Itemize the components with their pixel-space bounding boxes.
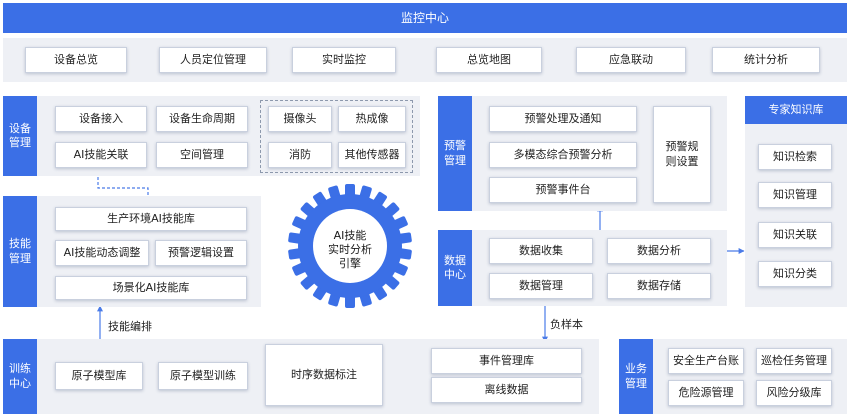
label-negative-samples: 负样本 — [550, 318, 583, 331]
data-title: 数据中心 — [438, 230, 472, 306]
data-item-analysis[interactable]: 数据分析 — [607, 238, 711, 264]
data-item-storage[interactable]: 数据存储 — [607, 273, 711, 299]
top-row-panel — [3, 38, 847, 82]
ai-engine-gear — [288, 184, 412, 308]
business-item-hazard[interactable]: 危险源管理 — [668, 380, 744, 406]
arrow-skilllib-to-ai — [95, 167, 149, 205]
gear-icon — [288, 184, 412, 308]
header-bar: 监控中心 — [3, 3, 847, 33]
skill-item-scenario-lib[interactable]: 场景化AI技能库 — [55, 276, 247, 300]
header-title: 监控中心 — [400, 10, 449, 25]
training-item-event-lib[interactable]: 事件管理库 — [431, 348, 582, 374]
data-item-manage[interactable]: 数据管理 — [489, 273, 593, 299]
training-title: 训练中心 — [3, 339, 37, 414]
knowledge-item-search[interactable]: 知识检索 — [758, 144, 832, 170]
training-item-offline-data[interactable]: 离线数据 — [431, 377, 582, 403]
device-item-ai-association[interactable]: AI技能关联 — [55, 142, 147, 168]
knowledge-item-relate[interactable]: 知识关联 — [758, 222, 832, 248]
top-item-personnel-location[interactable]: 人员定位管理 — [159, 47, 267, 73]
skill-item-warning-logic[interactable]: 预警逻辑设置 — [155, 240, 247, 266]
device-item-access[interactable]: 设备接入 — [55, 106, 147, 132]
sensor-camera[interactable]: 摄像头 — [268, 106, 332, 132]
skill-title: 技能管理 — [3, 196, 37, 307]
top-item-emergency-link[interactable]: 应急联动 — [576, 47, 686, 73]
ai-engine-line2: 实时分析 — [328, 242, 372, 256]
warning-item-multimodal[interactable]: 多模态综合预警分析 — [489, 142, 637, 168]
device-item-lifecycle[interactable]: 设备生命周期 — [156, 106, 248, 132]
skill-item-dynamic-adjust[interactable]: AI技能动态调整 — [55, 240, 149, 266]
sensor-other[interactable]: 其他传感器 — [338, 142, 406, 168]
ai-engine-line3: 引擎 — [339, 256, 361, 270]
skill-item-production-lib[interactable]: 生产环境AI技能库 — [55, 207, 247, 231]
top-item-statistics[interactable]: 统计分析 — [712, 47, 820, 73]
data-item-collect[interactable]: 数据收集 — [489, 238, 593, 264]
training-item-atomic-train[interactable]: 原子模型训练 — [158, 362, 248, 390]
business-item-ledger[interactable]: 安全生产台账 — [668, 348, 744, 374]
knowledge-title: 专家知识库 — [745, 96, 847, 124]
ai-engine-line1: AI技能 — [333, 229, 367, 242]
warning-title: 预警管理 — [438, 96, 472, 211]
knowledge-item-manage[interactable]: 知识管理 — [758, 182, 832, 208]
sensor-fire[interactable]: 消防 — [268, 142, 332, 168]
device-title: 设备管理 — [3, 96, 37, 176]
warning-item-notify[interactable]: 预警处理及通知 — [489, 106, 637, 132]
business-item-inspection[interactable]: 巡检任务管理 — [756, 348, 832, 374]
device-item-space[interactable]: 空间管理 — [156, 142, 248, 168]
training-item-atomic-lib[interactable]: 原子模型库 — [55, 362, 143, 390]
ai-engine-label: AI技能 实时分析 引擎 — [318, 229, 382, 270]
warning-item-rules[interactable]: 预警规则设置 — [653, 106, 711, 203]
business-title: 业务管理 — [619, 339, 653, 414]
sensor-thermal[interactable]: 热成像 — [338, 106, 406, 132]
top-item-overview-map[interactable]: 总览地图 — [436, 47, 542, 73]
sensor-group — [260, 100, 413, 173]
training-item-time-annotation[interactable]: 时序数据标注 — [265, 344, 383, 406]
label-skill-orchestration: 技能编排 — [108, 320, 152, 333]
business-item-risk-level[interactable]: 风险分级库 — [756, 380, 832, 406]
top-item-realtime-monitor[interactable]: 实时监控 — [292, 47, 396, 73]
knowledge-item-classify[interactable]: 知识分类 — [758, 261, 832, 287]
warning-item-event-desk[interactable]: 预警事件台 — [489, 177, 637, 203]
top-item-device-overview[interactable]: 设备总览 — [25, 47, 127, 73]
